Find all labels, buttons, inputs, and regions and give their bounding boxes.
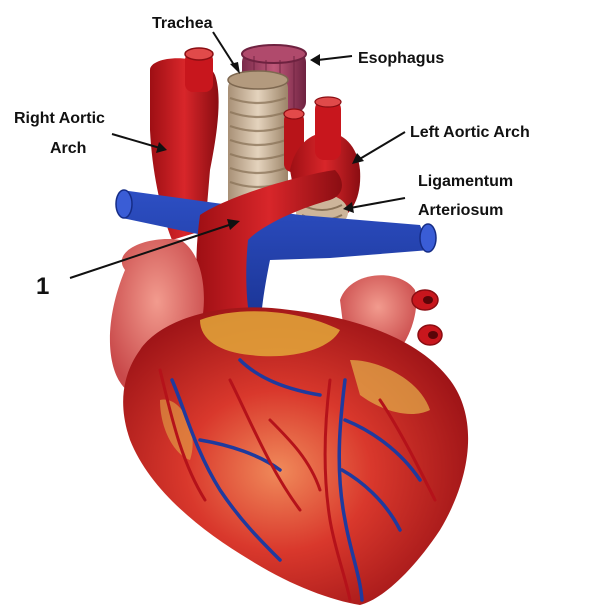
heart-ventricles-illustration xyxy=(123,307,468,605)
esophagus-pointer xyxy=(318,56,352,60)
number-marker-1: 1 xyxy=(36,273,49,300)
left-aortic-arch-label: Left Aortic Arch xyxy=(410,124,530,141)
right-aortic-arch-label-line1: Right Aortic xyxy=(14,110,105,127)
trachea-pointer xyxy=(213,32,236,68)
esophagus-label: Esophagus xyxy=(358,50,444,67)
ligamentum-label-line2: Arteriosum xyxy=(418,202,503,219)
right-aortic-arch-label-line2: Arch xyxy=(50,140,86,157)
trachea-label: Trachea xyxy=(152,15,213,32)
left-aortic-arch-pointer xyxy=(358,132,405,160)
ligamentum-label-line1: Ligamentum xyxy=(418,173,513,190)
ligamentum-pointer xyxy=(350,198,405,208)
